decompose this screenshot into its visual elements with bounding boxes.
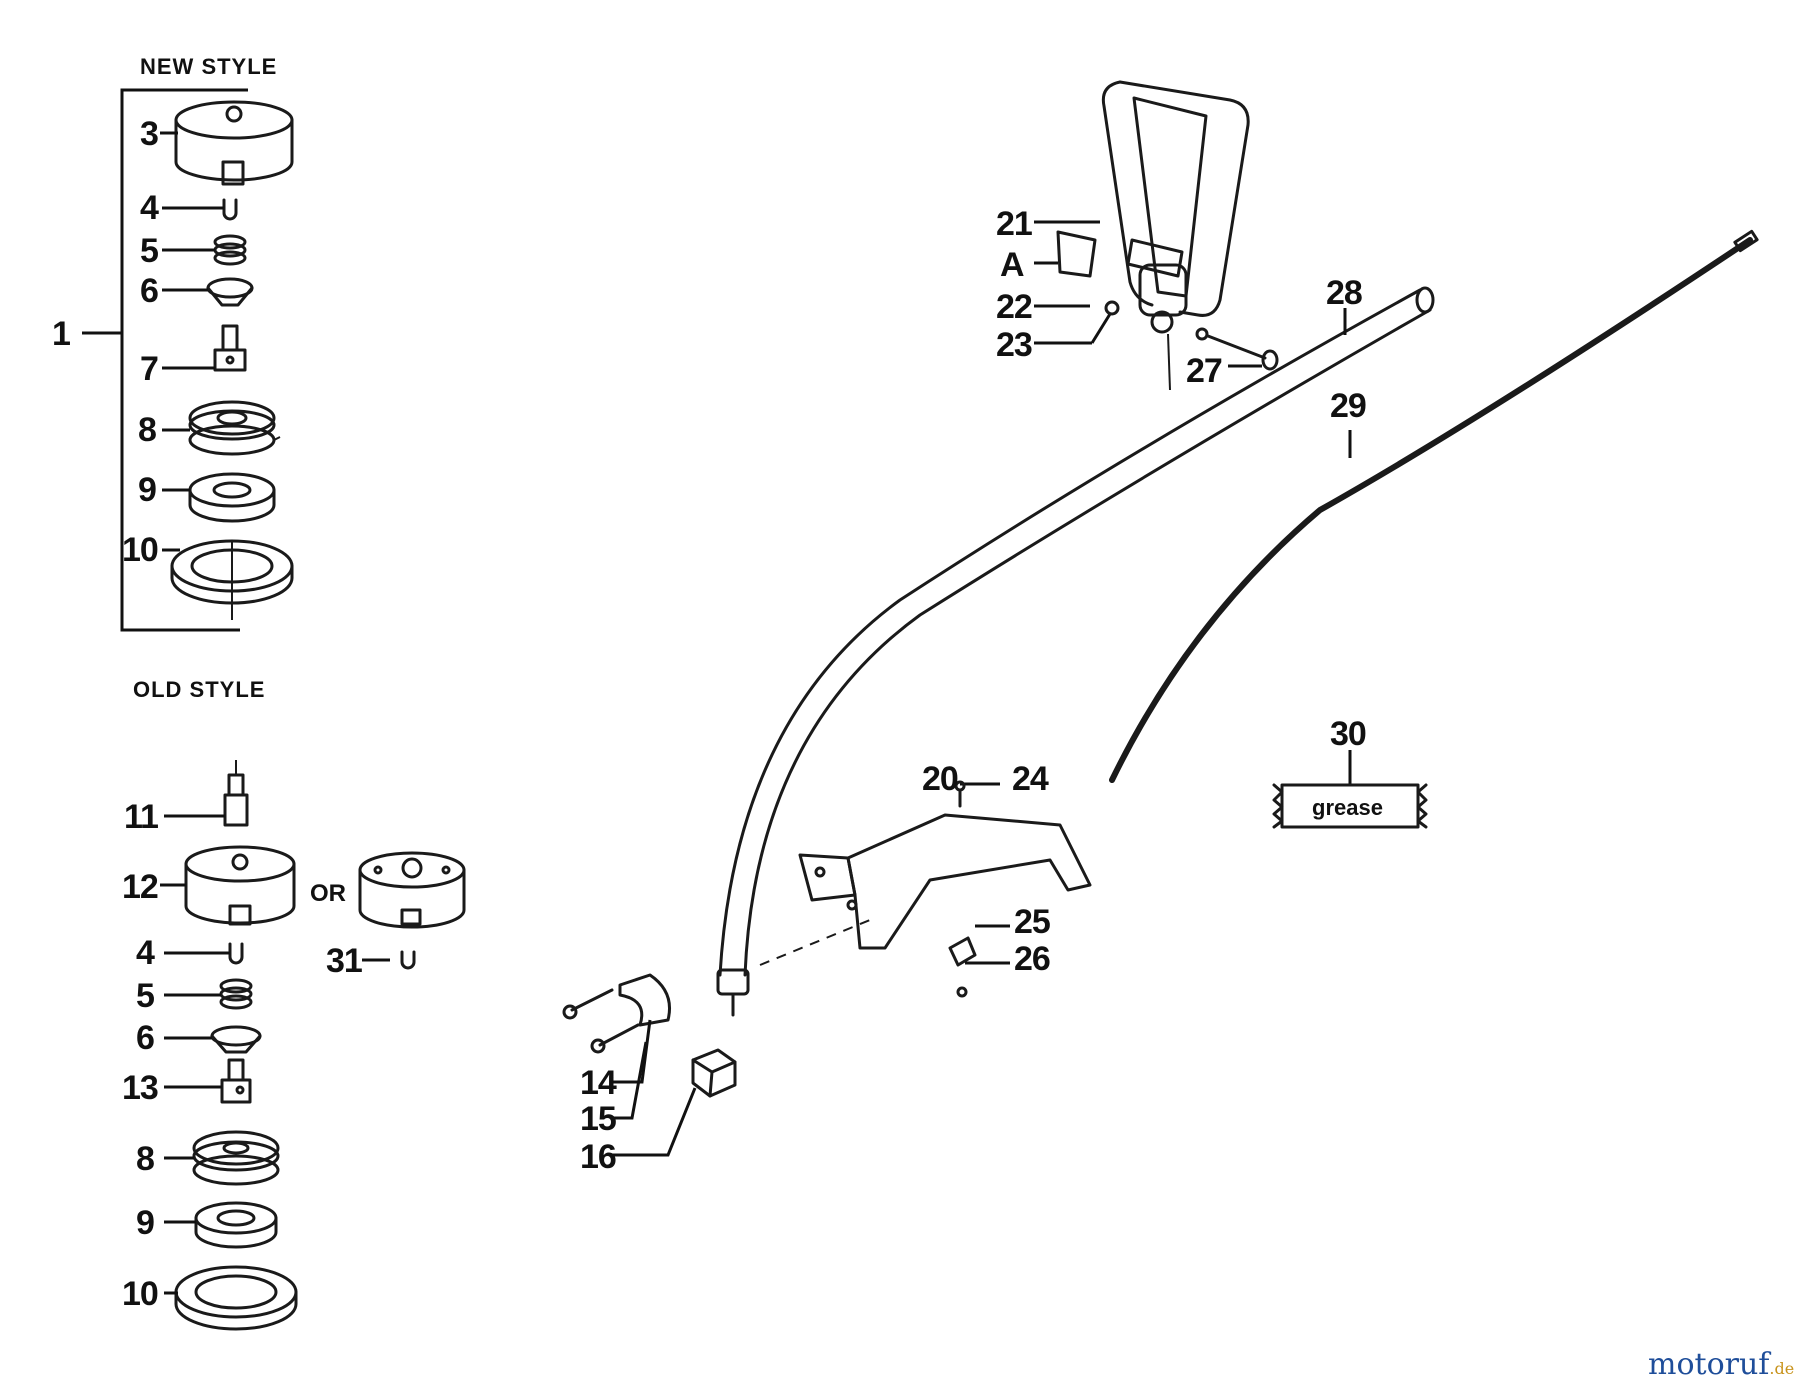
callout-25: 25 — [1014, 903, 1050, 941]
old-part-9-spool-holder — [194, 1201, 278, 1249]
watermark-logo: motoruf.de — [1648, 1347, 1794, 1381]
part-9-spool-holder — [188, 472, 276, 523]
part-10-bearing-ring — [170, 539, 294, 620]
old-part-10-bearing-ring — [174, 1265, 298, 1331]
old-part-8-line-spool — [192, 1130, 280, 1186]
callout-28: 28 — [1326, 274, 1362, 312]
old-part-6-washer — [210, 1025, 262, 1054]
old-part-4-clip — [228, 942, 244, 965]
part-14-15-clamp — [562, 973, 671, 1054]
callout-27: 27 — [1186, 352, 1222, 390]
callout-13: 13 — [122, 1069, 158, 1107]
callout-old-4: 4 — [136, 934, 155, 972]
callout-1: 1 — [52, 315, 70, 353]
callout-6: 6 — [140, 272, 158, 310]
part-20-guard — [759, 813, 1092, 966]
callout-9: 9 — [138, 471, 156, 509]
callout-26: 26 — [1014, 940, 1050, 978]
old-part-5-spring — [219, 978, 253, 1010]
assembly-bracket — [120, 88, 248, 632]
callout-30: 30 — [1330, 715, 1366, 753]
part-25-clip — [948, 936, 977, 967]
callout-10: 10 — [122, 531, 158, 569]
part-4-clip — [222, 198, 238, 221]
callout-5: 5 — [140, 232, 158, 270]
new-style-header: NEW STYLE — [140, 54, 277, 79]
part-28-tube — [716, 286, 1435, 1017]
callout-old-10: 10 — [122, 1275, 158, 1313]
part-11-shaft — [223, 773, 249, 827]
part-13-shaft-bolt — [220, 1058, 252, 1104]
part-5-spring — [213, 234, 247, 266]
part-7-shaft-bolt — [213, 324, 247, 372]
callout-15: 15 — [580, 1100, 616, 1138]
part-12-spool-housing — [184, 845, 296, 926]
callout-14: 14 — [580, 1064, 617, 1102]
part-21-handle — [1101, 80, 1250, 391]
part-31-clip — [400, 950, 416, 970]
callout-11: 11 — [124, 798, 158, 836]
callout-12: 12 — [122, 868, 158, 906]
callout-old-5: 5 — [136, 977, 154, 1015]
callout-4: 4 — [140, 189, 159, 227]
part-3-spool-housing — [174, 100, 294, 186]
watermark-brand: motoruf — [1648, 1347, 1771, 1381]
part-22-washer — [1104, 300, 1120, 316]
part-27-bolt — [1195, 327, 1279, 371]
or-text: OR — [310, 880, 346, 907]
callout-old-8: 8 — [136, 1140, 154, 1178]
callout-3: 3 — [140, 115, 158, 153]
part-26-nut — [956, 986, 968, 998]
callout-old-6: 6 — [136, 1019, 154, 1057]
part-16-hex-nut — [691, 1048, 737, 1098]
part-29-flex-shaft — [1109, 229, 1759, 783]
old-style-header: OLD STYLE — [133, 677, 265, 702]
label-a-decal — [1056, 230, 1097, 278]
watermark-tld: .de — [1769, 1359, 1794, 1378]
part-8-line-spool — [188, 400, 281, 456]
callout-7: 7 — [140, 350, 158, 388]
callout-23: 23 — [996, 326, 1032, 364]
callout-a: A — [1000, 246, 1024, 284]
part-6-washer — [206, 277, 254, 307]
callout-31: 31 — [326, 942, 362, 980]
callout-29: 29 — [1330, 387, 1366, 425]
callout-20: 20 — [922, 760, 958, 798]
callout-16: 16 — [580, 1138, 616, 1176]
callout-21: 21 — [996, 205, 1032, 243]
alt-spool-housing — [358, 851, 466, 929]
callout-8: 8 — [138, 411, 156, 449]
grease-text: grease — [1312, 795, 1383, 820]
callout-24: 24 — [1012, 760, 1049, 798]
callout-old-9: 9 — [136, 1204, 154, 1242]
part-30-grease-pack: grease — [1272, 783, 1428, 829]
callout-22: 22 — [996, 288, 1032, 326]
